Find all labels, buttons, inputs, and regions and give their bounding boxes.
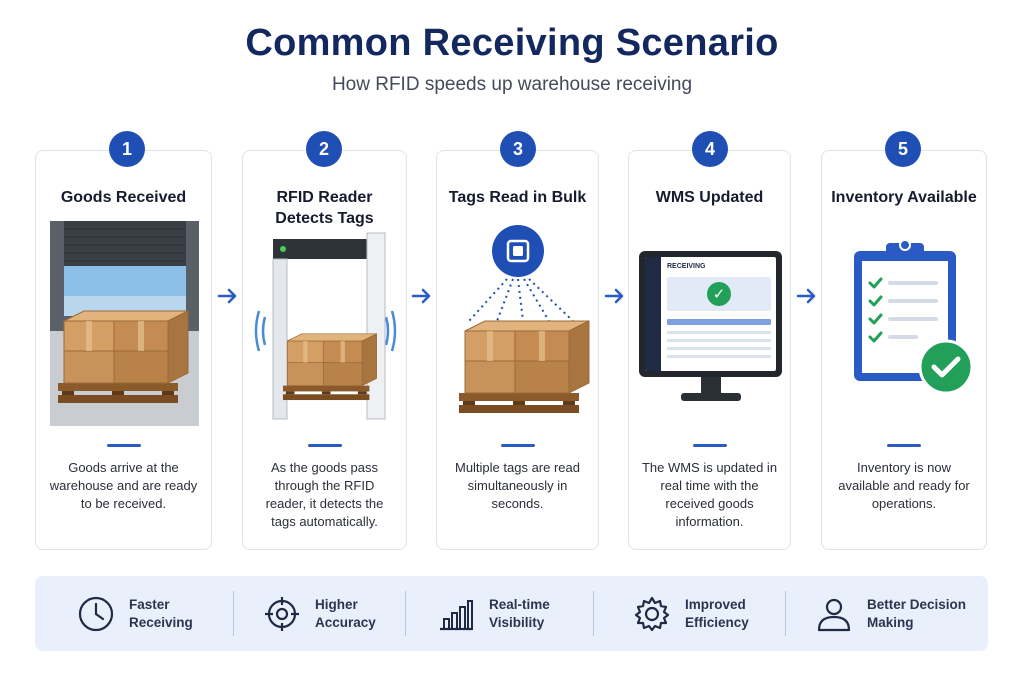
step-number-badge: 3 (500, 131, 536, 167)
divider (887, 444, 921, 447)
step-title: Inventory Available (831, 189, 977, 206)
person-icon (817, 598, 851, 631)
benefit-real-time-visibility: Real-time Visibility (437, 576, 571, 651)
benefit-label: Faster Receiving (129, 596, 193, 630)
benefit-higher-accuracy: Higher Accuracy (263, 576, 397, 651)
arrow-right-icon (217, 288, 237, 304)
arrow-right-icon (411, 288, 431, 304)
step-title: WMS Updated (655, 189, 764, 206)
step-number-badge: 1 (109, 131, 145, 167)
step-title: RFID Reader Detects Tags (275, 189, 374, 227)
bar-chart-icon (440, 599, 473, 630)
step-title: Goods Received (60, 189, 187, 206)
step-description: Inventory is now available and ready for… (838, 460, 970, 511)
step-card-rfid-reader: RFID Reader Detects Tags As the goods pa… (242, 150, 407, 550)
benefit-faster-receiving: Faster Receiving (77, 576, 211, 651)
step-card-wms-updated: WMS Updated RECEIVING ✓ The WMS is updat… (628, 150, 791, 550)
separator (785, 591, 786, 636)
page-subtitle: How RFID speeds up warehouse receiving (331, 74, 693, 95)
loading-dock-pallet-icon (46, 221, 201, 426)
benefits-bar: Faster Receiving Higher Accuracy Real-ti… (35, 576, 988, 651)
step-number-badge: 5 (885, 131, 921, 167)
benefit-label: Real-time Visibility (489, 596, 550, 630)
page-title: Common Receiving Scenario (245, 22, 779, 64)
divider (500, 444, 535, 447)
step-number-badge: 4 (692, 131, 728, 167)
wms-screen-label: RECEIVING (667, 263, 706, 270)
separator (233, 591, 234, 636)
target-icon (265, 596, 299, 631)
benefit-improved-efficiency: Improved Efficiency (633, 576, 767, 651)
step-number-badge: 2 (306, 131, 342, 167)
step-card-bulk-read: Tags Read in Bulk Multiple tags are read… (436, 150, 599, 550)
arrow-right-icon (796, 288, 816, 304)
benefit-label: Better Decision Making (867, 596, 967, 630)
step-card-inventory-available: Inventory Available Inventory is now (821, 150, 987, 550)
wms-monitor-icon: RECEIVING ✓ (639, 221, 782, 426)
bulk-tag-read-icon (447, 221, 590, 426)
step-title: Tags Read in Bulk (448, 189, 587, 206)
divider (692, 444, 727, 447)
divider (106, 444, 141, 447)
divider (307, 444, 342, 447)
clock-icon (78, 596, 114, 631)
benefit-better-decision-making: Better Decision Making (815, 576, 967, 651)
step-card-goods-received: Goods Received Goods arrive at the wareh… (35, 150, 212, 550)
arrow-right-icon (604, 288, 624, 304)
separator (405, 591, 406, 636)
benefit-label: Improved Efficiency (685, 596, 749, 630)
rfid-portal-icon (253, 221, 397, 426)
step-description: Goods arrive at the warehouse and are re… (49, 460, 198, 511)
step-description: As the goods pass through the RFID reade… (265, 460, 384, 529)
clipboard-check-icon (832, 221, 976, 426)
step-description: The WMS is updated in real time with the… (641, 460, 778, 529)
benefit-label: Higher Accuracy (315, 596, 376, 630)
step-description: Multiple tags are read simultaneously in… (454, 460, 580, 511)
gear-icon (634, 596, 670, 631)
separator (593, 591, 594, 636)
check-icon: ✓ (707, 282, 731, 306)
